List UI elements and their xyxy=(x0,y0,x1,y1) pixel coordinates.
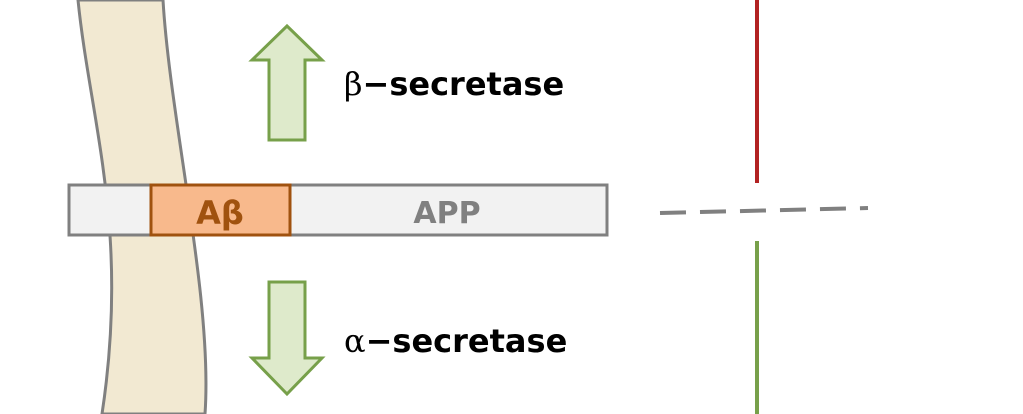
alpha-dash: − xyxy=(366,322,393,360)
abeta-label: Aβ xyxy=(196,194,244,232)
beta-dash: − xyxy=(363,65,390,103)
app-label: APP xyxy=(413,196,480,231)
abeta-segment xyxy=(149,183,292,237)
down-arrow-icon xyxy=(248,280,326,397)
alpha-secretase-label: α−secretase xyxy=(344,322,567,360)
up-arrow-icon xyxy=(248,23,326,142)
beta-greek: β xyxy=(344,65,363,103)
dashed-divider xyxy=(659,206,869,215)
beta-enzyme-word: secretase xyxy=(389,65,564,103)
beta-secretase-label: β−secretase xyxy=(344,65,564,103)
alpha-greek: α xyxy=(344,322,366,360)
alpha-enzyme-word: secretase xyxy=(392,322,567,360)
